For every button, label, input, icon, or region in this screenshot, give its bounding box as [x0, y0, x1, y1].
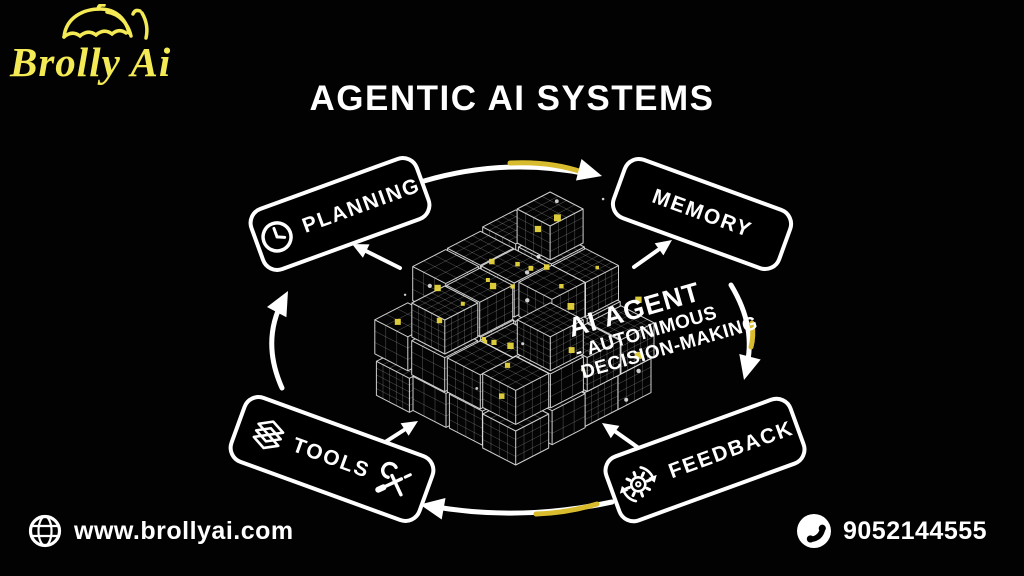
arrowhead-to-memory	[576, 159, 602, 181]
arrowhead-to-planning	[267, 291, 288, 318]
connector-head-tools	[400, 421, 418, 436]
connector-head-planning	[352, 244, 370, 258]
cube-cluster-illustration	[374, 191, 655, 466]
node-label-memory: MEMORY	[649, 184, 756, 243]
website-text: www.brollyai.com	[74, 516, 294, 545]
phone-text: 9052144555	[843, 516, 988, 545]
arc-highlight-right	[748, 320, 756, 350]
page-title: AGENTIC AI SYSTEMS	[309, 79, 715, 119]
wrench-screwdriver-icon	[375, 461, 413, 497]
arc-highlight-top	[507, 160, 585, 175]
globe-icon	[28, 514, 62, 548]
clock-icon	[261, 221, 293, 253]
node-planning: PLANNING	[243, 151, 437, 277]
connector-center-to-memory	[632, 248, 660, 269]
connector-head-memory	[654, 240, 672, 256]
cycle-gear-icon	[620, 465, 658, 503]
arrowhead-to-feedback	[739, 354, 761, 380]
arc-highlight-bottom	[533, 501, 600, 517]
brand-name: Brolly Ai	[10, 39, 172, 85]
umbrella-icon	[62, 4, 149, 40]
arrowhead-to-tools	[420, 498, 446, 520]
footer-website: www.brollyai.com	[26, 512, 294, 550]
brand-logo: Brolly Ai	[6, 2, 236, 102]
node-feedback: FEEDBACK	[598, 391, 812, 529]
connector-head-feedback	[602, 423, 620, 439]
layers-icon	[252, 420, 284, 450]
node-label-tools: TOOLS	[289, 433, 374, 483]
connector-center-to-planning	[362, 248, 402, 270]
phone-icon	[797, 514, 831, 548]
footer-phone: 9052144555	[795, 512, 987, 550]
node-tools: TOOLS	[223, 390, 441, 528]
